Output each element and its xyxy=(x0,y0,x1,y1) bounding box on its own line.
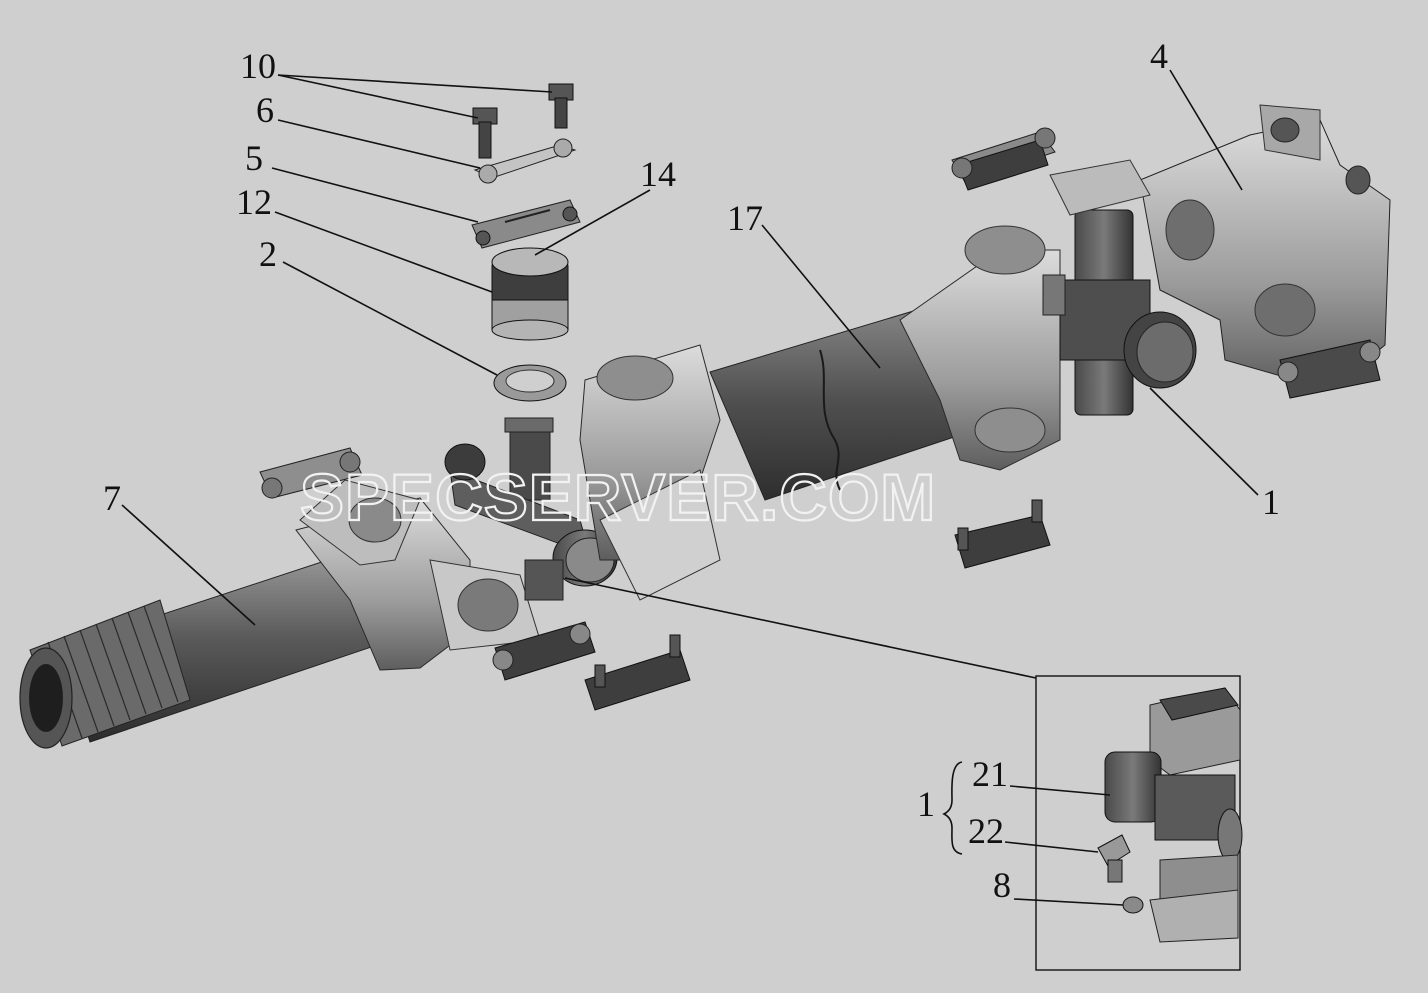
callout-4: 4 xyxy=(1150,36,1168,76)
leader-22 xyxy=(1004,841,1099,853)
strap-lower-middle-1 xyxy=(492,621,596,681)
callout-7: 7 xyxy=(103,478,121,518)
leader-lines xyxy=(121,69,1259,679)
fastener-stack xyxy=(471,83,581,402)
callout-8: 8 xyxy=(993,865,1011,905)
callout-21: 21 xyxy=(972,754,1008,794)
callout-2: 2 xyxy=(259,234,277,274)
leader-8 xyxy=(1013,898,1124,906)
plug-part-8 xyxy=(1122,896,1144,914)
callout-22: 22 xyxy=(968,811,1004,851)
callout-6: 6 xyxy=(256,90,274,130)
lock-plate-part-6 xyxy=(473,138,577,184)
callout-12: 12 xyxy=(236,182,272,222)
inset-brace xyxy=(942,761,963,855)
rear-universal-joint xyxy=(1042,209,1197,416)
strap-top-right xyxy=(951,127,1056,191)
inset-cross xyxy=(1104,687,1243,943)
inset-detail-cross-assembly: 1 21 22 8 xyxy=(917,675,1243,971)
bearing-straps xyxy=(259,127,1381,711)
callout-10: 10 xyxy=(240,46,276,86)
seal-ring-part-2 xyxy=(493,364,567,402)
strap-left-upper xyxy=(259,447,363,499)
bearing-cup-part-12 xyxy=(491,261,569,341)
callout-1: 1 xyxy=(1262,482,1280,522)
bolt-part-10-b xyxy=(548,83,574,129)
callout-14: 14 xyxy=(640,154,676,194)
strap-lower-middle-2 xyxy=(584,634,691,711)
grease-fitting-part-22 xyxy=(1097,834,1131,883)
bolt-part-10-a xyxy=(472,107,498,159)
watermark-text: SPECSERVER.COM xyxy=(300,460,936,534)
center-tube-part-17 xyxy=(579,225,1061,601)
callout-labels: 10 6 5 12 2 14 17 4 1 7 xyxy=(103,36,1280,522)
leader-21 xyxy=(1009,785,1111,796)
bearing-cap-plate-part-5 xyxy=(471,199,581,249)
callout-5: 5 xyxy=(245,138,263,178)
flange-yoke-part-4 xyxy=(1049,104,1391,391)
splined-shaft-part-7 xyxy=(19,479,541,749)
inset-group-label-1: 1 xyxy=(917,784,935,824)
strap-center-lower xyxy=(954,499,1051,569)
strap-right-lower xyxy=(1277,339,1381,399)
callout-17: 17 xyxy=(727,198,763,238)
bearing-cap-part-14 xyxy=(491,247,569,277)
